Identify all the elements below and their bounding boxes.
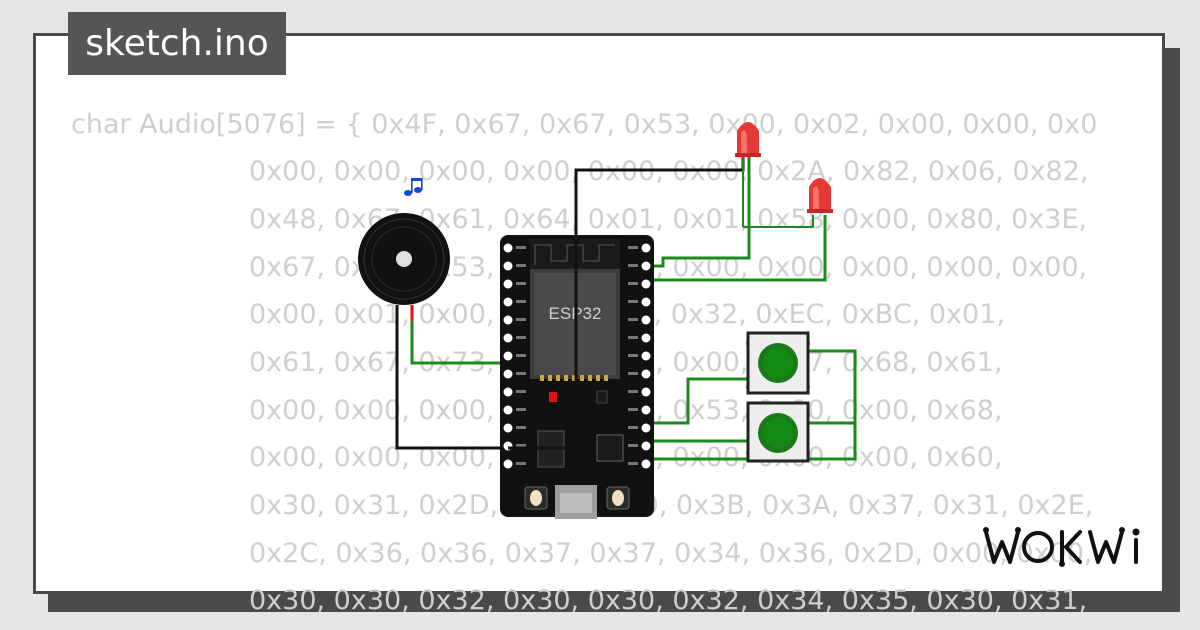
- wokwi-logo: [980, 522, 1150, 575]
- code-line: 0x30, 0x30, 0x32, 0x30, 0x30, 0x32, 0x34…: [249, 585, 1088, 616]
- led-1[interactable]: [735, 122, 761, 157]
- buzzer-icon[interactable]: [358, 213, 450, 305]
- circuit-diagram: ESP32: [358, 122, 857, 519]
- file-title: sketch.ino: [68, 12, 286, 75]
- code-line: 0x48, 0x67, 0x61, 0x64, 0x01, 0x01, 0x58…: [249, 204, 1088, 235]
- music-note-icon: [404, 178, 423, 196]
- push-button-1[interactable]: [746, 331, 810, 395]
- led-2[interactable]: [807, 178, 833, 213]
- wokwi-logo-mark: [983, 527, 1140, 567]
- push-button-2[interactable]: [746, 401, 810, 463]
- project-card: char Audio[5076] = { 0x4F, 0x67, 0x67, 0…: [33, 33, 1165, 616]
- signal-wires: [410, 155, 857, 461]
- code-line: char Audio[5076] = { 0x4F, 0x67, 0x67, 0…: [71, 109, 1098, 140]
- code-line: 0x2C, 0x36, 0x36, 0x37, 0x37, 0x34, 0x36…: [249, 538, 1093, 569]
